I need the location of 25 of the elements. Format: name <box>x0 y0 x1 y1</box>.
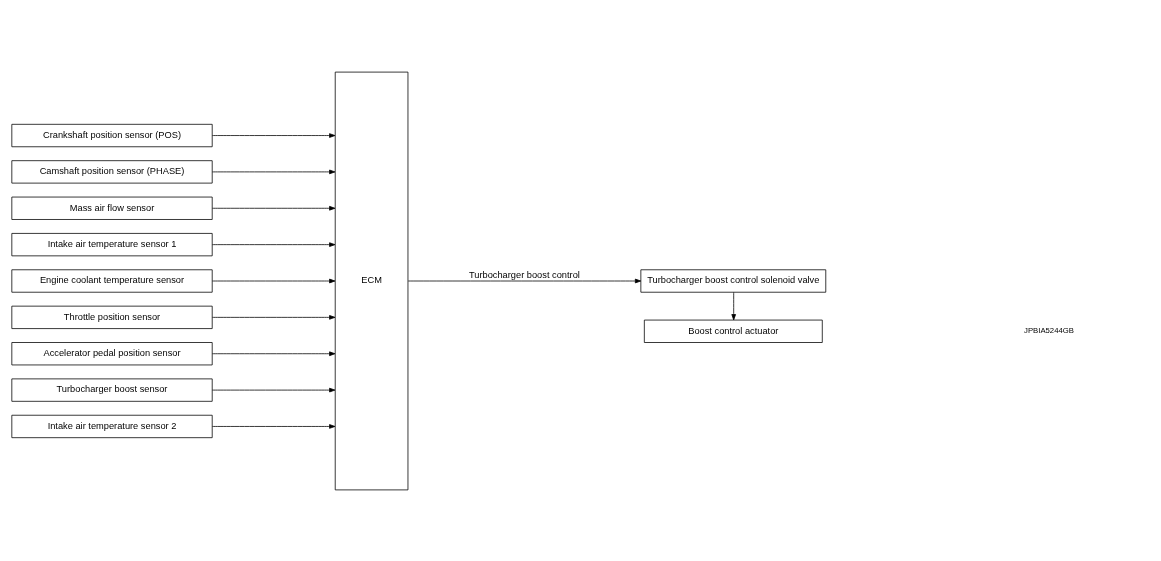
arrow <box>212 132 336 138</box>
arrow <box>212 423 336 429</box>
arrow <box>212 241 336 247</box>
node-box: Turbocharger boost sensor <box>11 378 213 402</box>
arrow <box>212 314 336 320</box>
edge-label: Turbocharger boost control <box>468 269 580 280</box>
node-box: ECM <box>334 71 409 490</box>
label: JPBIA5244GB <box>1024 325 1074 335</box>
arrow <box>212 169 336 174</box>
arrow <box>212 350 336 356</box>
node-box: Accelerator pedal position sensor <box>11 341 213 365</box>
node-box: Intake air temperature sensor 2 <box>11 414 213 438</box>
node-box: Throttle position sensor <box>11 305 213 329</box>
arrow <box>212 278 336 283</box>
node-box: Camshaft position sensor (PHASE) <box>11 159 213 183</box>
node-box: Crankshaft position sensor (POS) <box>11 123 213 147</box>
arrow <box>731 291 736 320</box>
arrow <box>212 205 336 211</box>
node-box: Engine coolant temperature sensor <box>11 268 213 293</box>
arrow <box>212 387 336 392</box>
arrow <box>407 278 642 283</box>
node-box: Intake air temperature sensor 1 <box>11 232 213 256</box>
node-box: Mass air flow sensor <box>11 196 213 220</box>
node-box: Turbocharger boost control solenoid valve <box>640 268 827 293</box>
node-box: Boost control actuator <box>643 319 823 343</box>
